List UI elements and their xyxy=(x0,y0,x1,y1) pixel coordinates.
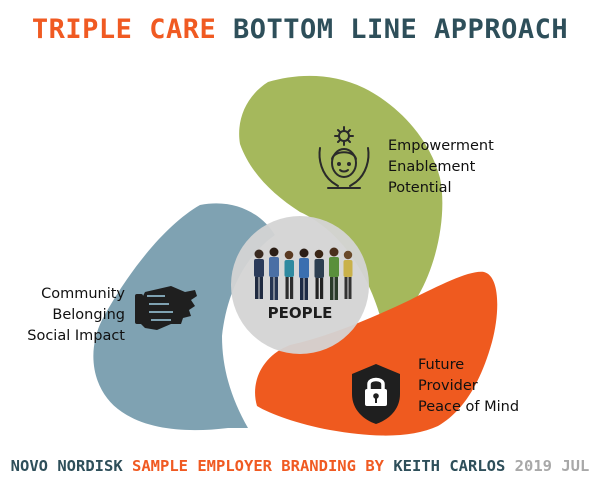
green-label-3: Potential xyxy=(388,180,452,196)
footer-credit: NOVO NORDISK SAMPLE EMPLOYER BRANDING BY… xyxy=(0,457,600,475)
title-part-1: TRIPLE CARE xyxy=(31,14,217,45)
blue-label-3: Social Impact xyxy=(27,328,125,344)
orange-petal xyxy=(255,271,498,436)
footer-part-1: NOVO NORDISK xyxy=(10,457,123,475)
green-petal-labels: Empowerment Enablement Potential xyxy=(388,136,494,199)
lock-shield-icon xyxy=(352,364,400,424)
blue-label-1: Community xyxy=(41,286,125,302)
blue-petal-labels: Community Belonging Social Impact xyxy=(0,284,125,347)
title-part-2: BOTTOM LINE APPROACH xyxy=(232,14,569,45)
blue-label-2: Belonging xyxy=(52,307,125,323)
people-group-icon xyxy=(254,247,353,300)
green-petal xyxy=(239,75,443,335)
footer-part-5: 2019 JUL xyxy=(514,457,590,475)
handshake-icon xyxy=(135,286,197,330)
page-title: TRIPLE CARE BOTTOM LINE APPROACH xyxy=(0,14,600,45)
orange-petal-labels: Future Provider Peace of Mind xyxy=(418,355,519,418)
orange-label-2: Provider xyxy=(418,378,478,394)
green-label-2: Enablement xyxy=(388,159,476,175)
green-label-1: Empowerment xyxy=(388,138,494,154)
footer-part-3: BY xyxy=(365,457,384,475)
center-label: PEOPLE xyxy=(267,304,333,322)
orange-label-1: Future xyxy=(418,357,465,373)
person-gear-icon xyxy=(318,126,370,189)
orange-label-3: Peace of Mind xyxy=(418,399,520,415)
footer-part-2: SAMPLE EMPLOYER BRANDING xyxy=(132,457,356,475)
footer-part-4: KEITH CARLOS xyxy=(393,457,506,475)
